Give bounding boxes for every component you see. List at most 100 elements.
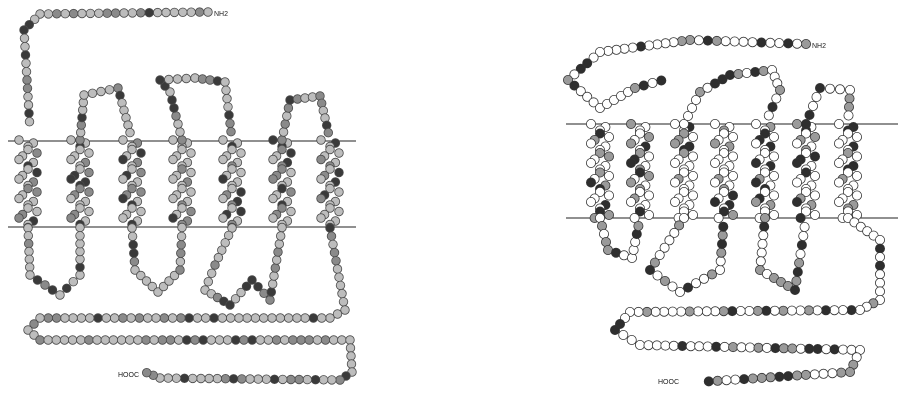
residue-bead — [135, 314, 144, 323]
residue-bead — [160, 314, 169, 323]
helix-residue-bead — [67, 136, 76, 145]
residue-bead — [266, 296, 275, 305]
residue-bead — [313, 336, 322, 345]
helix-residue-bead — [626, 119, 635, 128]
residue-bead — [128, 232, 137, 241]
residue-bead — [85, 336, 94, 345]
helix-residue-bead — [237, 168, 246, 177]
residue-bead — [128, 9, 137, 18]
residue-bead — [758, 239, 767, 248]
helix-residue-bead — [792, 197, 801, 206]
residue-bead — [152, 314, 161, 323]
residue-bead — [301, 314, 310, 323]
residue-bead — [61, 314, 70, 323]
residue-bead — [117, 336, 126, 345]
left-snake-plot-svg: NH2 HOOC — [0, 0, 470, 396]
helix-residue-bead — [751, 158, 760, 167]
helix-residue-bead — [688, 191, 697, 200]
residue-bead — [88, 89, 97, 98]
helix-residue-bead — [169, 136, 178, 145]
residue-bead — [712, 36, 721, 45]
residue-bead — [661, 341, 670, 350]
helix-residue-bead — [710, 158, 719, 167]
residue-bead — [636, 42, 645, 51]
residue-bead — [76, 263, 85, 272]
residue-bead — [127, 314, 136, 323]
residue-bead — [25, 255, 34, 264]
residue-bead — [757, 38, 766, 47]
residue-bead — [309, 314, 318, 323]
residue-bead — [264, 336, 273, 345]
residue-bead — [801, 39, 810, 48]
residue-bead — [759, 66, 768, 75]
residue-bead — [629, 245, 638, 254]
helix-residue-bead — [269, 214, 278, 223]
helix-residue-bead — [169, 175, 178, 184]
residue-bead — [62, 284, 71, 293]
residue-bead — [268, 314, 277, 323]
residue-bead — [278, 375, 287, 384]
helix-residue-bead — [586, 158, 595, 167]
residue-bead — [270, 375, 279, 384]
helix-residue-bead — [710, 139, 719, 148]
helix-residue-bead — [792, 158, 801, 167]
residue-bead — [632, 229, 641, 238]
helix-residue-bead — [119, 175, 128, 184]
right-n-terminus-label: NH2 — [812, 43, 826, 50]
residue-bead — [740, 375, 749, 384]
helix-residue-bead — [670, 178, 679, 187]
residue-bead — [119, 314, 128, 323]
residue-bead — [283, 112, 292, 121]
helix-residue-bead — [852, 171, 861, 180]
residue-bead — [101, 336, 110, 345]
residue-bead — [225, 111, 234, 120]
residue-bead — [109, 336, 118, 345]
residue-bead — [631, 237, 640, 246]
residue-bead — [143, 314, 152, 323]
helix-residue-bead — [219, 155, 228, 164]
residue-bead — [737, 343, 746, 352]
residue-bead — [305, 336, 314, 345]
residue-bead — [223, 94, 232, 103]
residue-bead — [757, 373, 766, 382]
helix-residue-bead — [187, 168, 196, 177]
residue-bead — [720, 342, 729, 351]
residue-bead — [248, 336, 257, 345]
helix-residue-bead — [604, 132, 613, 141]
residue-bead — [270, 272, 279, 281]
residue-bead — [275, 240, 284, 249]
residue-bead — [185, 314, 194, 323]
helix-residue-bead — [751, 119, 760, 128]
residue-bead — [130, 257, 139, 266]
residue-bead — [274, 248, 283, 257]
residue-bead — [319, 376, 328, 385]
residue-bead — [639, 81, 648, 90]
residue-bead — [172, 374, 181, 383]
residue-bead — [745, 343, 754, 352]
helix-residue-bead — [769, 191, 778, 200]
helix-residue-bead — [751, 178, 760, 187]
helix-residue-bead — [187, 188, 196, 197]
residue-bead — [326, 314, 335, 323]
residue-bead — [335, 273, 344, 282]
residue-bead — [130, 249, 139, 258]
residue-bead — [796, 249, 805, 258]
residue-bead — [193, 314, 202, 323]
residue-bead — [728, 307, 737, 316]
helix-residue-bead — [219, 175, 228, 184]
residue-bead — [762, 306, 771, 315]
residue-bead — [188, 374, 197, 383]
residue-bead — [771, 344, 780, 353]
left-residue-beads — [15, 8, 357, 385]
helix-residue-bead — [852, 191, 861, 200]
residue-bead — [845, 367, 854, 376]
residue-bead — [875, 235, 884, 244]
residue-bead — [177, 249, 186, 258]
residue-bead — [830, 345, 839, 354]
helix-residue-bead — [626, 158, 635, 167]
residue-bead — [69, 9, 78, 18]
residue-bead — [232, 336, 241, 345]
helix-residue-bead — [834, 197, 843, 206]
residue-bead — [657, 76, 666, 85]
helix-residue-bead — [33, 168, 42, 177]
